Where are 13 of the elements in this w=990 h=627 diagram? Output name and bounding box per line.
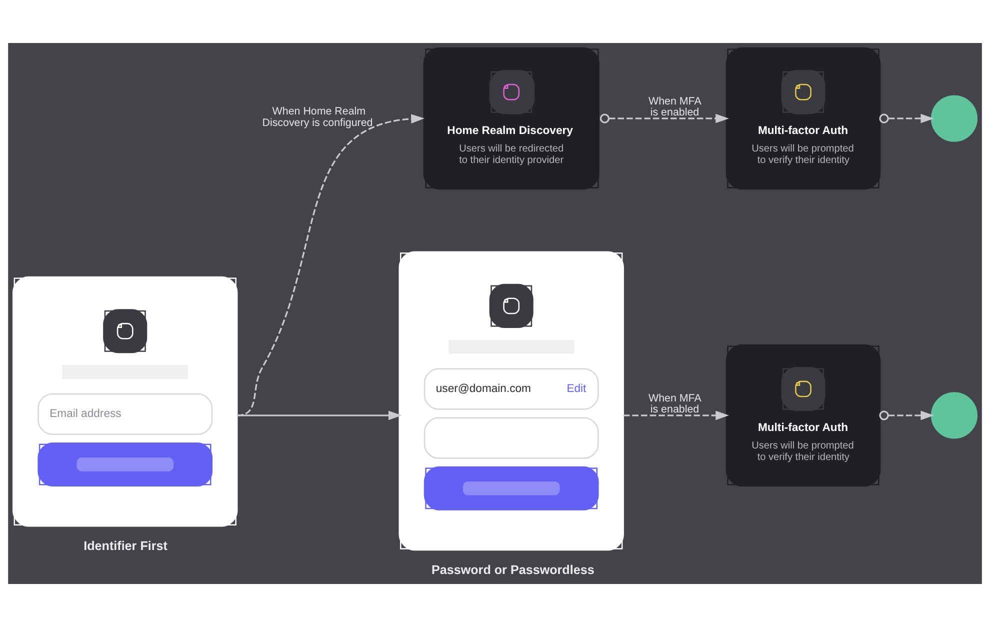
edge-label: When MFA is enabled: [648, 95, 702, 119]
arrow: [237, 114, 424, 416]
edge-label: When Home Realm Discovery is configured: [262, 105, 373, 129]
node-circle: [930, 95, 978, 142]
arrow: [600, 114, 729, 124]
node-label: Identifier First: [84, 539, 168, 554]
node-label: Password or Passwordless: [431, 562, 594, 577]
edge-label: When MFA is enabled: [648, 392, 702, 416]
node-circle: [930, 392, 978, 439]
arrow: [623, 410, 729, 420]
arrow: [879, 114, 934, 124]
arrow: [237, 410, 402, 420]
arrow: [879, 410, 934, 420]
